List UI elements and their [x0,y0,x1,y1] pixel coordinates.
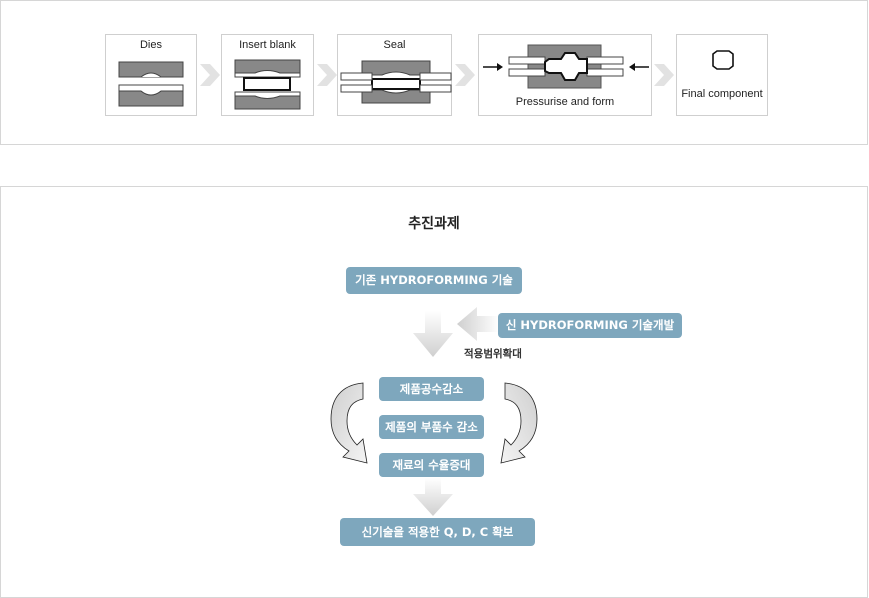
seal-illustration [340,60,452,104]
insert-blank-illustration [234,59,301,110]
down-arrow-icon [413,311,453,357]
chevron-right-icon [317,64,337,86]
stage-insert-blank: Insert blank [221,34,314,116]
dies-illustration [118,61,184,107]
benefit-box-2: 제품의 부품수 감소 [379,415,484,439]
stage-dies: Dies [105,34,197,116]
chevron-right-icon [654,64,674,86]
down-arrow-icon [413,478,453,516]
left-arrow-icon [457,307,499,341]
expand-scope-label: 적용범위확대 [464,348,522,360]
benefit-box-1: 제품공수감소 [379,377,484,401]
chevron-right-icon [200,64,220,86]
existing-tech-box: 기존 HYDROFORMING 기술 [346,267,522,294]
final-component-icon [712,50,734,70]
chevron-right-icon [455,64,475,86]
benefit-box-3: 재료의 수율증대 [379,453,484,477]
stage-label: Seal [383,39,406,51]
stage-label: Insert blank [239,39,296,51]
stage-label: Dies [139,39,162,51]
pressurise-illustration [483,44,649,89]
stage-seal: Seal [337,34,452,116]
stage-label: Final component [681,88,763,100]
process-panel: Dies Insert blank Seal [0,0,868,145]
diagram-title: 추진과제 [408,216,460,232]
stage-final: Final component [676,34,768,116]
result-box: 신기술을 적용한 Q, D, C 확보 [340,518,535,546]
new-tech-box: 신 HYDROFORMING 기술개발 [498,313,682,338]
stage-label: Pressurise and form [515,96,615,108]
tasks-panel: 추진과제 기존 HYDROFORMING 기술 신 HYDROFORMING 기… [0,186,868,598]
stage-pressurise: Pressurise and form [478,34,652,116]
curved-arrow-left-icon [330,382,368,464]
curved-arrow-right-icon [500,382,538,464]
